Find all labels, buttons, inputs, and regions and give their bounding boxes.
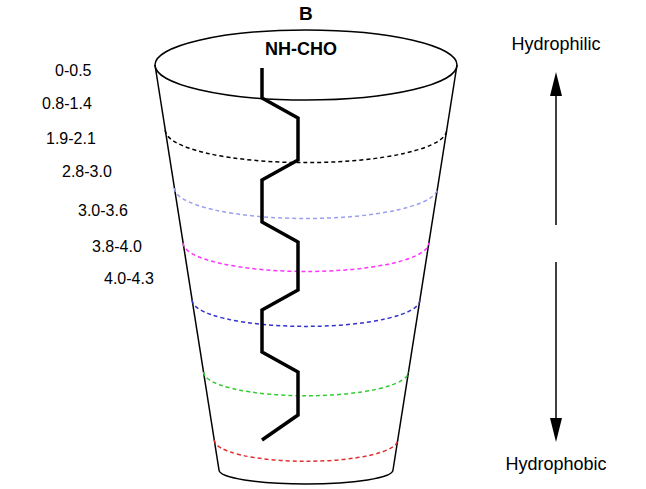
- alkyl-chain: [262, 68, 298, 440]
- cup-wall: [155, 65, 219, 470]
- arrow-head: [550, 418, 562, 442]
- depth-ring: [192, 300, 420, 326]
- arrow-head: [550, 72, 562, 96]
- depth-label: 4.0-4.3: [104, 271, 154, 287]
- depth-label: 2.8-3.0: [62, 164, 112, 180]
- group-label: NH-CHO: [265, 40, 337, 58]
- depth-ring: [174, 188, 437, 218]
- cup-rim: [155, 30, 457, 100]
- polarity-label: Hydrophobic: [505, 455, 606, 473]
- gradient-arrow: [555, 82, 557, 225]
- cup-wall: [393, 65, 457, 470]
- gradient-arrow: [555, 262, 557, 432]
- depth-label: 3.0-3.6: [78, 203, 128, 219]
- depth-ring: [183, 243, 429, 271]
- depth-label: 0.8-1.4: [42, 96, 92, 112]
- depth-label: 0-0.5: [55, 63, 91, 79]
- cup-bottom: [219, 470, 393, 484]
- depth-label: 1.9-2.1: [46, 131, 96, 147]
- depth-ring: [214, 440, 397, 461]
- depth-ring: [204, 372, 409, 396]
- polarity-label: Hydrophilic: [511, 35, 600, 53]
- depth-ring: [165, 130, 446, 163]
- panel-title: B: [299, 4, 313, 23]
- depth-label: 3.8-4.0: [92, 239, 142, 255]
